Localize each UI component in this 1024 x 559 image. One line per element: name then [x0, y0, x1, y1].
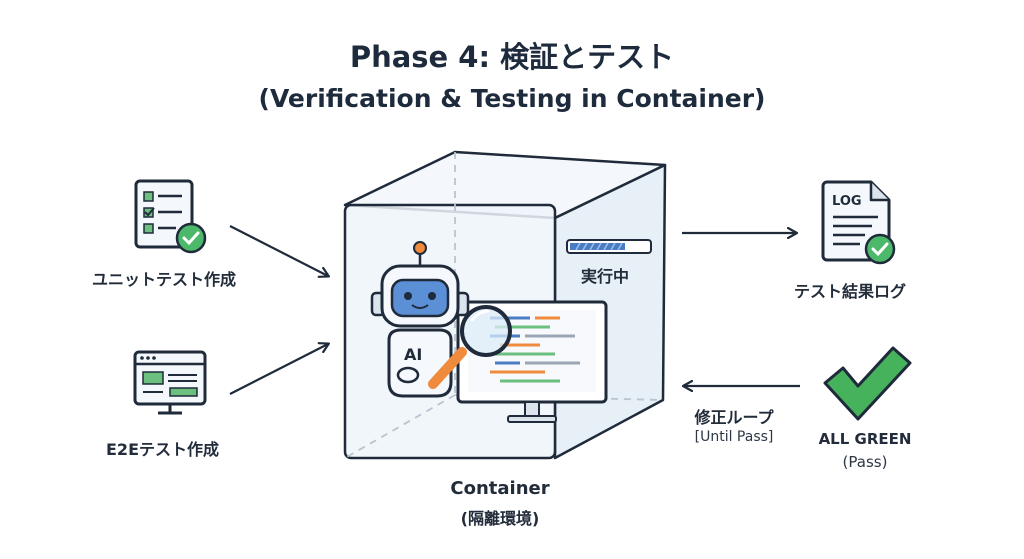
- checklist-icon: [134, 179, 207, 254]
- magnifier-icon: [428, 305, 512, 389]
- robot-badge: AI: [404, 345, 423, 364]
- log-document-icon: [821, 180, 896, 265]
- container-sublabel: (隔離環境): [460, 509, 540, 528]
- test-log-label: テスト結果ログ: [794, 282, 907, 301]
- arrow-e2e-to-container: [229, 344, 328, 395]
- big-check-icon: [823, 346, 912, 421]
- all-green-label: ALL GREEN: [818, 430, 912, 448]
- status-running-label: 実行中: [581, 267, 630, 286]
- pass-sublabel: (Pass): [842, 453, 888, 471]
- arrow-unit-to-container: [229, 225, 328, 276]
- browser-window-icon: [133, 350, 207, 415]
- page-title: Phase 4: 検証とテスト: [349, 40, 675, 74]
- container-label: Container: [450, 478, 550, 499]
- page-subtitle: (Verification & Testing in Container): [258, 84, 766, 113]
- log-icon-label: LOG: [832, 194, 862, 209]
- progress-bar: [566, 239, 652, 254]
- fix-loop-sublabel: [Until Pass]: [694, 429, 774, 445]
- e2e-test-label: E2Eテスト作成: [106, 440, 219, 459]
- unit-test-label: ユニットテスト作成: [92, 270, 237, 289]
- fix-loop-label: 修正ループ: [694, 408, 774, 427]
